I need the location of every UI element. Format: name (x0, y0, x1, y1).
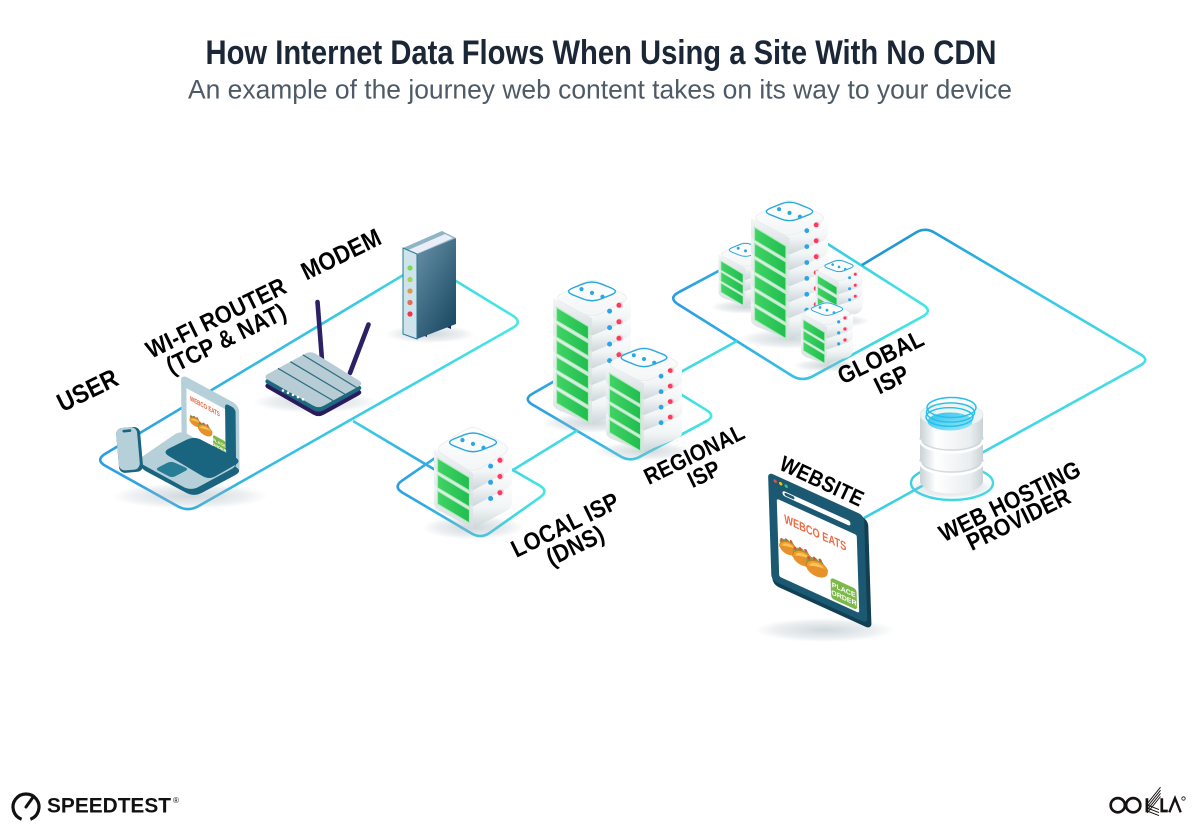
svg-text:An example of the journey web: An example of the journey web content ta… (188, 75, 1012, 105)
svg-text:USER: USER (53, 364, 124, 418)
svg-text:®: ® (173, 796, 179, 805)
svg-text:MODEM: MODEM (297, 223, 386, 285)
svg-text:How Internet Data Flows When U: How Internet Data Flows When Using a Sit… (206, 34, 997, 72)
svg-text:SPEEDTEST: SPEEDTEST (47, 794, 171, 818)
